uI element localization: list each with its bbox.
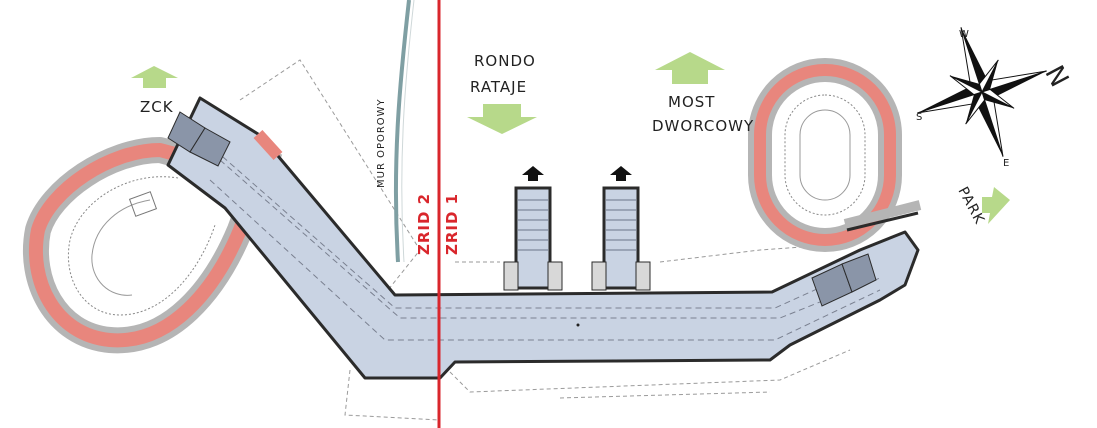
retaining-wall [393, 0, 411, 263]
stair-grille-right [811, 253, 877, 307]
exit-shaft-1 [503, 166, 563, 291]
label-most-line1: MOST [668, 93, 715, 111]
arrow-up-zck-icon [131, 66, 178, 88]
exit-arrow-1-icon [522, 166, 544, 181]
label-zck: ZCK [140, 98, 174, 116]
exit-shaft-2 [591, 166, 651, 291]
compass-n-label: N [1038, 61, 1074, 93]
compass-icon [917, 27, 1047, 157]
label-most-line2: DWORCOWY [652, 117, 754, 135]
site-outlines [239, 59, 851, 421]
stair-grille-left [167, 111, 231, 167]
arrow-up-most-icon [655, 52, 725, 84]
compass-s-label: S [916, 112, 923, 123]
compass-e-label: E [1003, 158, 1010, 169]
compass-w-label: W [959, 29, 970, 40]
arrow-park-icon [982, 187, 1010, 224]
exit-arrow-2-icon [610, 166, 632, 181]
label-mur-oporowy: MUR OPOROWY [376, 98, 387, 188]
label-rondo-line1: RONDO [474, 52, 536, 70]
arrow-down-rondo-icon [467, 104, 537, 134]
retaining-wall-edge [401, 0, 415, 263]
label-zrid-2: ZRID 2 [415, 193, 433, 255]
label-zrid-1: ZRID 1 [443, 193, 461, 255]
right-ramp-loop [748, 58, 902, 252]
label-rondo-line2: RATAJE [470, 78, 527, 96]
left-ramp-loop [22, 137, 283, 354]
